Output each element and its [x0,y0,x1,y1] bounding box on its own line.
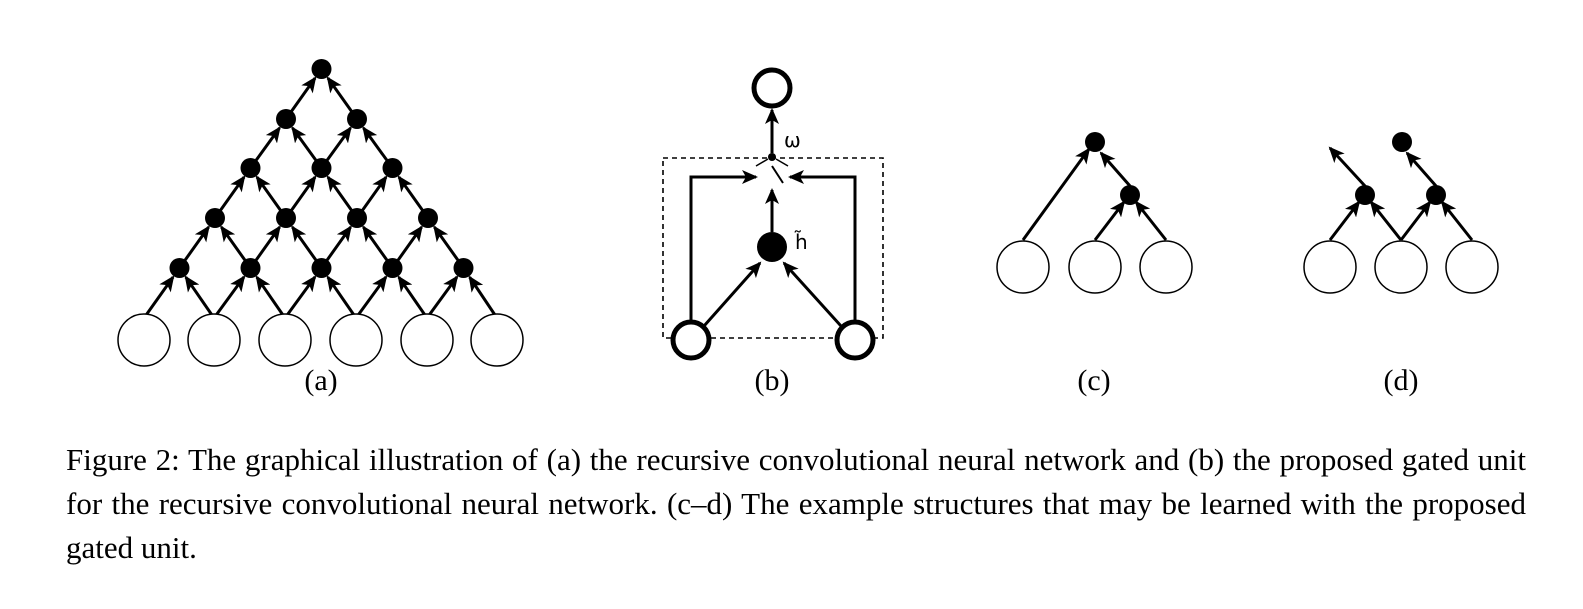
panel-c-example-structure [996,132,1193,294]
gate-left-arrow [755,158,769,167]
right-skip-edge [788,170,857,324]
inner-node [453,258,474,278]
panel-a-recursive-cnn [117,59,524,367]
leaf-node [1445,240,1499,294]
inner-node [240,158,261,178]
inner-node [1392,132,1412,152]
inner-node [347,109,367,129]
edge [425,275,459,319]
inner-node [205,208,225,228]
inner-node [1085,132,1105,152]
leaf-node [187,313,241,367]
panel-d-example-structure [1303,132,1499,294]
inner-node [276,208,296,228]
figure-caption: Figure 2: The graphical illustration of … [66,442,1526,565]
leaf-node [400,313,454,367]
right-input-node [834,319,876,361]
leaf-node [258,313,312,367]
inner-node [169,258,190,278]
inner-node [347,208,367,228]
left-skip-edge [689,170,758,324]
panel-b-gated-unit: ω h̃ [662,67,884,361]
inner-node [311,59,332,79]
hidden-symbol: h̃ [794,230,808,254]
leaf-node [117,313,171,367]
edge [397,275,429,319]
edge [142,275,175,319]
edge [1440,200,1474,241]
edge [1134,200,1168,241]
inner-node [1355,185,1375,205]
gate-switch [771,165,784,184]
figure-2: ω h̃ [117,59,1499,367]
leaf-node [1374,240,1428,294]
leaf-node [1068,240,1122,294]
edge [1328,200,1361,241]
inner-node [311,158,332,178]
edge [326,275,358,319]
left-to-hidden-edge [702,261,762,327]
output-node [751,67,793,109]
panel-c-label: (c) [1077,364,1111,397]
edge [212,275,246,319]
panel-b-label: (b) [754,364,790,397]
edge [184,275,216,319]
edge [255,275,287,319]
edge [1021,147,1091,241]
gate-point [768,153,776,161]
inner-node [418,208,438,228]
inner-node [240,258,261,278]
inner-node [1426,185,1446,205]
edge [1369,200,1403,241]
hidden-node [757,232,787,262]
panel-a-label: (a) [304,364,338,397]
leaf-node [329,313,383,367]
edge [354,275,388,319]
right-to-hidden-edge [782,261,843,328]
gate-symbol: ω [784,128,801,152]
inner-node [1120,185,1140,205]
inner-node [382,258,403,278]
edge [1405,151,1438,187]
edge [1399,200,1432,241]
leaf-node [470,313,524,367]
edge [283,275,317,319]
leaf-node [996,240,1050,294]
edge [1093,200,1126,241]
edge [1099,151,1132,187]
inner-node [382,158,403,178]
leaf-node [1139,240,1193,294]
leaf-node [1303,240,1357,294]
panel-d-label: (d) [1383,364,1419,397]
edge [468,275,499,319]
edge [1328,146,1367,188]
inner-node [276,109,296,129]
gate-right-arrow [775,158,789,167]
inner-node [311,258,332,278]
left-input-node [670,319,712,361]
